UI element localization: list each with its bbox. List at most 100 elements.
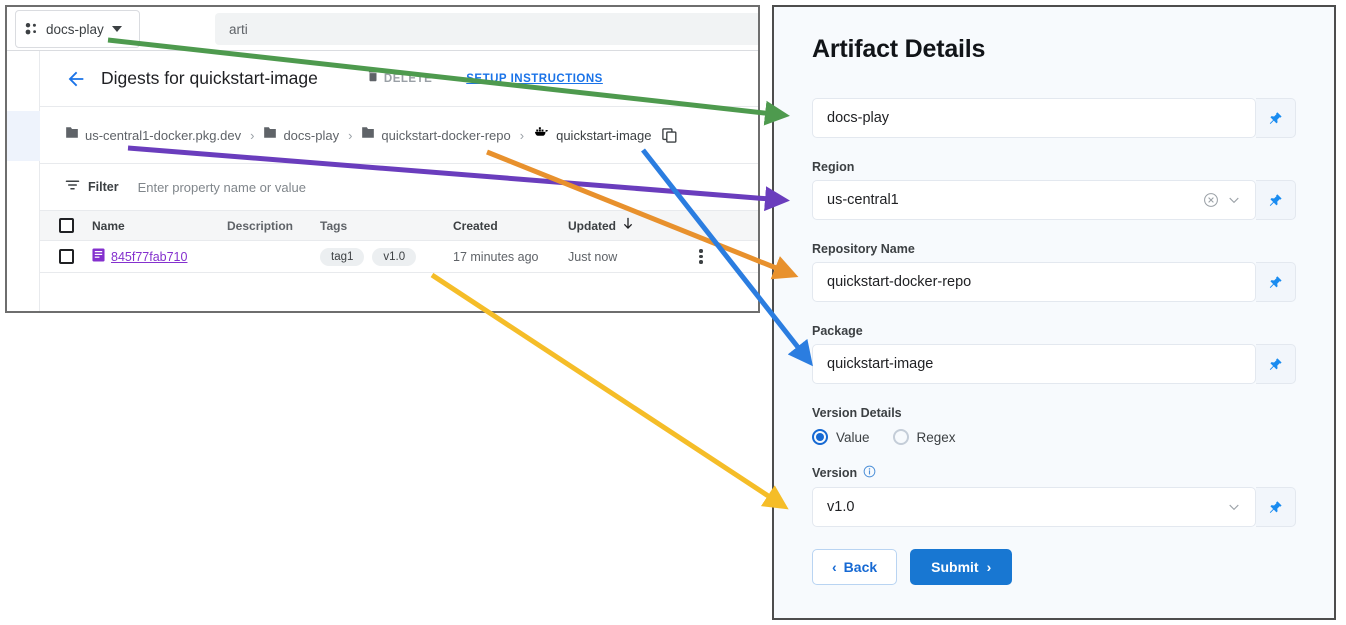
filter-input-placeholder: Enter property name or value xyxy=(137,179,306,195)
project-selector-label: docs-play xyxy=(46,21,104,37)
pin-icon xyxy=(1269,193,1282,206)
row-menu-cell xyxy=(681,249,721,264)
setup-instructions-label: SETUP INSTRUCTIONS xyxy=(466,72,603,85)
tag-chip[interactable]: tag1 xyxy=(320,247,365,266)
select-all-checkbox-cell xyxy=(40,218,92,233)
column-header-tags[interactable]: Tags xyxy=(320,218,348,233)
digest-link-label: 845f77fab710 xyxy=(111,249,188,264)
version-label: Version xyxy=(812,466,858,480)
table-row[interactable]: 845f77fab710 tag1 v1.0 17 minutes ago Ju… xyxy=(40,241,758,273)
page-title: Digests for quickstart-image xyxy=(101,68,318,88)
pin-version-button[interactable] xyxy=(1256,487,1296,527)
project-field-row: docs-play xyxy=(812,98,1296,138)
pin-icon xyxy=(1269,500,1282,513)
delete-button[interactable]: DELETE xyxy=(366,69,432,88)
column-header-description[interactable]: Description xyxy=(227,218,294,233)
version-field-row: v1.0 xyxy=(812,487,1296,527)
pin-package-button[interactable] xyxy=(1256,344,1296,384)
field-group-repository-name: Repository Name quickstart-docker-repo xyxy=(812,242,1296,302)
radio-option-value-label: Value xyxy=(836,429,870,445)
version-details-label: Version Details xyxy=(812,406,902,420)
sort-arrow-down-icon xyxy=(622,217,634,235)
folder-icon xyxy=(361,126,375,144)
digest-link[interactable]: 845f77fab710 xyxy=(92,248,227,265)
project-input[interactable]: docs-play xyxy=(812,98,1256,138)
column-header-name[interactable]: Name xyxy=(92,218,125,233)
chevron-down-icon[interactable] xyxy=(1227,193,1241,207)
submit-button-label: Submit xyxy=(931,559,979,575)
pin-repository-name-button[interactable] xyxy=(1256,262,1296,302)
breadcrumb-separator-icon: › xyxy=(250,127,255,143)
project-selector[interactable]: docs-play xyxy=(15,10,140,48)
column-header-updated[interactable]: Updated xyxy=(568,217,681,235)
pin-icon xyxy=(1269,357,1282,370)
back-button[interactable]: ‹ Back xyxy=(812,549,898,585)
chevron-left-icon: ‹ xyxy=(832,559,837,575)
repository-name-input-value: quickstart-docker-repo xyxy=(827,274,972,290)
row-overflow-menu-icon[interactable] xyxy=(699,249,703,264)
project-input-value: docs-play xyxy=(827,110,890,126)
package-input-value: quickstart-image xyxy=(827,356,934,372)
chevron-down-icon[interactable] xyxy=(1227,500,1241,514)
breadcrumb-item-package[interactable]: quickstart-image xyxy=(533,126,651,144)
repository-name-field-row: quickstart-docker-repo xyxy=(812,262,1296,302)
delete-button-label: DELETE xyxy=(383,72,433,85)
region-field-row: us-central1 xyxy=(812,180,1296,220)
breadcrumb-separator-icon: › xyxy=(348,127,353,143)
breadcrumb-item-project[interactable]: docs-play xyxy=(263,126,339,144)
radio-value-indicator xyxy=(812,429,828,445)
console-search-input[interactable]: arti xyxy=(215,13,758,45)
setup-instructions-button[interactable]: SETUP INSTRUCTIONS xyxy=(466,73,603,85)
chevron-right-icon: › xyxy=(986,559,992,575)
copy-icon[interactable] xyxy=(662,127,677,143)
breadcrumb-item-registry[interactable]: us-central1-docker.pkg.dev xyxy=(65,126,241,144)
pin-icon xyxy=(1269,111,1282,124)
back-button-label: Back xyxy=(843,559,878,575)
radio-option-regex-label: Regex xyxy=(916,429,956,445)
version-input[interactable]: v1.0 xyxy=(812,487,1256,527)
artifact-details-form-panel: Artifact Details docs-play Region us-cen… xyxy=(772,5,1336,620)
pin-project-button[interactable] xyxy=(1256,98,1296,138)
folder-icon xyxy=(65,126,79,144)
breadcrumb-label: quickstart-image xyxy=(556,127,652,143)
info-icon[interactable] xyxy=(863,465,876,481)
version-label-row: Version xyxy=(812,465,1296,481)
region-input[interactable]: us-central1 xyxy=(812,180,1256,220)
back-arrow-icon[interactable] xyxy=(65,68,87,90)
package-input[interactable]: quickstart-image xyxy=(812,344,1256,384)
breadcrumb-label: docs-play xyxy=(283,127,340,143)
repository-name-input[interactable]: quickstart-docker-repo xyxy=(812,262,1256,302)
filter-icon xyxy=(65,178,80,197)
field-group-package: Package quickstart-image xyxy=(812,324,1296,384)
digest-icon xyxy=(92,248,105,265)
trash-icon xyxy=(366,69,380,88)
filter-label: Filter xyxy=(88,180,119,194)
submit-button[interactable]: Submit › xyxy=(910,549,1013,585)
form-buttons: ‹ Back Submit › xyxy=(812,549,1296,585)
radio-option-value[interactable]: Value xyxy=(812,429,870,445)
field-group-project: docs-play xyxy=(812,98,1296,138)
field-group-region: Region us-central1 xyxy=(812,160,1296,220)
row-checkbox[interactable] xyxy=(58,249,74,264)
pin-icon xyxy=(1269,275,1282,288)
radio-option-regex[interactable]: Regex xyxy=(892,429,956,445)
breadcrumb-item-repository[interactable]: quickstart-docker-repo xyxy=(361,126,511,144)
cell-updated: Just now xyxy=(568,249,618,264)
field-group-version-details: Version Details Value Regex xyxy=(812,406,1296,445)
package-field-row: quickstart-image xyxy=(812,344,1296,384)
filter-row[interactable]: Filter Enter property name or value xyxy=(40,163,758,211)
repository-name-label: Repository Name xyxy=(812,242,915,256)
breadcrumb-separator-icon: › xyxy=(519,127,525,143)
docker-whale-icon xyxy=(533,126,550,144)
cell-created: 17 minutes ago xyxy=(453,249,539,264)
radio-regex-indicator xyxy=(892,429,909,445)
tag-chip[interactable]: v1.0 xyxy=(372,247,417,266)
form-title: Artifact Details xyxy=(812,35,986,63)
pin-region-button[interactable] xyxy=(1256,180,1296,220)
column-header-created[interactable]: Created xyxy=(453,218,498,233)
select-all-checkbox[interactable] xyxy=(58,218,74,233)
console-top-bar: docs-play arti xyxy=(7,7,758,51)
breadcrumb-label: quickstart-docker-repo xyxy=(381,127,511,143)
breadcrumb: us-central1-docker.pkg.dev › docs-play ›… xyxy=(40,107,758,163)
clear-icon[interactable] xyxy=(1203,192,1219,208)
